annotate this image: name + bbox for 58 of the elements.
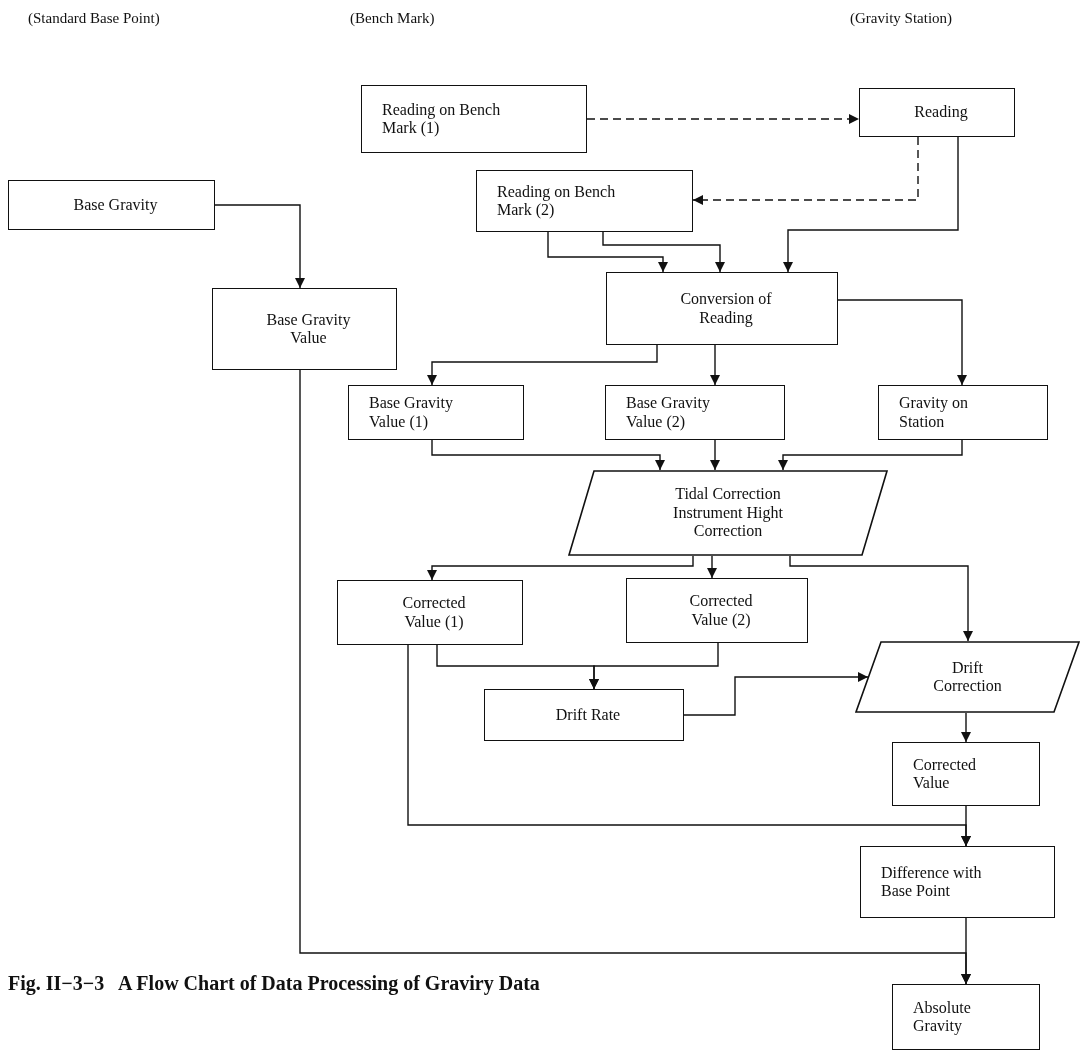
- node-label: Base Gravity Value (1): [369, 394, 454, 431]
- figure-caption: Fig. II−3−3 A Flow Chart of Data Processing of Graviry Data: [8, 972, 540, 995]
- arrow: [710, 439, 720, 471]
- column-heading: (Gravity Station): [850, 10, 953, 27]
- process-box: [606, 272, 838, 345]
- process-box: [484, 689, 684, 741]
- arrow: [589, 642, 719, 690]
- arrow: [547, 231, 668, 273]
- arrow: [431, 439, 665, 471]
- node-label: Corrected Value: [913, 755, 978, 793]
- arrow: [961, 917, 971, 985]
- arrow: [837, 299, 967, 386]
- node-label: Base Gravity Value (2): [626, 394, 711, 431]
- process-parallelogram: [855, 641, 1080, 713]
- process-box: [878, 385, 1048, 440]
- node-label: Gravity on Station: [899, 394, 969, 431]
- arrow: [961, 805, 971, 847]
- node-label: Absolute Gravity: [913, 998, 972, 1036]
- arrow: [789, 555, 973, 642]
- node-label: Drift Correction: [932, 658, 1003, 696]
- arrow: [427, 555, 694, 581]
- process-box: [892, 984, 1040, 1050]
- arrow: [710, 344, 720, 386]
- arrow: [602, 231, 725, 273]
- process-box: [361, 85, 587, 153]
- node-label: Corrected Value (2): [688, 592, 754, 629]
- process-box: [859, 88, 1015, 137]
- node-label: Difference with Base Point: [881, 863, 983, 901]
- process-box: [626, 578, 808, 643]
- arrow: [961, 712, 971, 743]
- process-box: [605, 385, 785, 440]
- node-label: Tidal Correction Instrument Hight Correction: [672, 485, 784, 541]
- node-label: Reading: [914, 103, 968, 122]
- dashed-arrow: [586, 114, 860, 124]
- node-label: Base Gravity: [73, 195, 158, 215]
- process-box: [348, 385, 524, 440]
- process-box: [8, 180, 215, 230]
- node-label: Base Gravity Value: [265, 310, 352, 348]
- node-label: Drift Rate: [555, 705, 621, 725]
- arrow: [778, 439, 963, 471]
- arrow: [707, 555, 717, 579]
- arrow: [214, 204, 305, 289]
- node-label: Conversion of Reading: [679, 290, 773, 327]
- node-label: Corrected Value (1): [401, 594, 467, 631]
- process-parallelogram: [568, 470, 888, 556]
- column-heading: (Standard Base Point): [28, 10, 160, 27]
- arrow: [783, 136, 959, 273]
- arrow: [683, 672, 869, 716]
- process-box: [892, 742, 1040, 806]
- process-box: [337, 580, 523, 645]
- process-box: [212, 288, 397, 370]
- node-label: Reading on Bench Mark (2): [497, 182, 617, 220]
- column-heading: (Bench Mark): [350, 10, 435, 27]
- process-box: [476, 170, 693, 232]
- node-label: Reading on Bench Mark (1): [382, 100, 502, 138]
- arrow: [427, 344, 658, 386]
- process-box: [860, 846, 1055, 918]
- dashed-arrow: [692, 136, 919, 205]
